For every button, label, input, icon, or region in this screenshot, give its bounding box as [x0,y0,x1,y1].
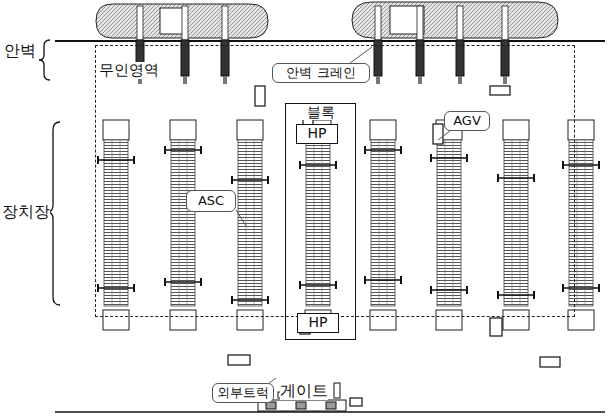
area-label: 장치장 [2,203,50,221]
yard-column [563,120,599,330]
yard-column [232,120,268,330]
vehicle [350,398,362,406]
vehicle [490,318,502,336]
node-text: 무인영역 [99,62,159,79]
node-text: 블록 [286,105,355,120]
handover-point: HP [297,313,339,333]
unmanned-area: 무인영역안벽 크레인블록HPHPAGVASC [95,45,575,317]
callout-box: 안벽 크레인 [272,63,370,83]
yard-column [498,120,534,330]
vehicle [490,86,510,95]
yard-columns [98,120,599,330]
vehicle [540,357,560,367]
yard-column [98,120,134,330]
vehicle [228,355,250,365]
vehicles [228,86,560,406]
yard-column [165,120,201,330]
yard-column [431,120,467,330]
handover-point: HP [296,124,338,144]
area-label: 안벽 [4,42,36,60]
node-text: 안벽 크레인 [286,66,355,80]
callout-box: AGV [444,111,490,131]
vehicle [255,86,265,106]
bracket [39,40,50,80]
area-label: 게이트 [280,382,328,400]
leader-lines [236,47,450,384]
callout-box: ASC [186,190,236,212]
yard-block: 블록 HP HP [285,103,356,340]
yard-column [365,120,401,330]
node-text: AGV [453,114,481,128]
node-text: HP [308,126,327,141]
ship [352,2,558,38]
callout-box: 외부트럭 [212,383,274,403]
gate [55,383,605,412]
node-text: ASC [198,194,224,208]
node-text: 외부트럭 [217,386,269,400]
node-text: HP [309,315,328,330]
vehicle [433,124,443,144]
yard-column [300,120,336,330]
